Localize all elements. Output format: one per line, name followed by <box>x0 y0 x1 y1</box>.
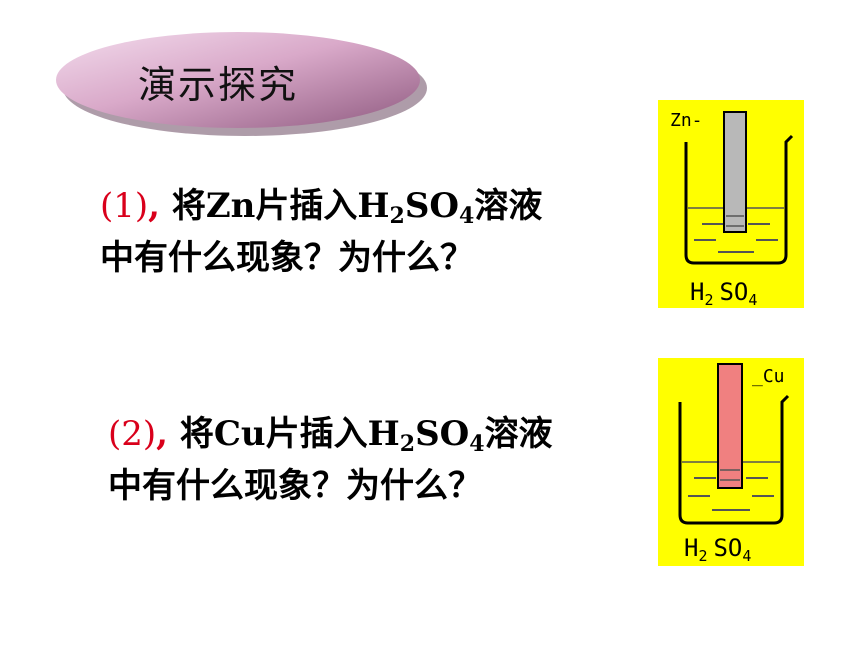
question-1-metal: Zn <box>205 186 256 226</box>
zinc-strip <box>723 111 747 233</box>
question-1-comma: , <box>148 186 161 226</box>
question-2-suffix: 溶液 <box>484 414 553 454</box>
question-1-line-2: 中有什么现象？为什么？ <box>100 238 474 278</box>
question-2-acid-so-sub: 4 <box>469 431 485 457</box>
beaker-1-metal-label: Zn- <box>670 110 703 131</box>
beaker-2-acid-so-sub: 4 <box>742 547 751 565</box>
question-1-acid-h-sub: 2 <box>389 203 405 229</box>
beaker-2-acid-so: SO <box>713 534 742 562</box>
question-1-prefix: 将 <box>160 186 206 226</box>
beaker-2-acid-h: H <box>684 534 698 562</box>
question-1: (1), 将Zn片插入H2SO4溶液 中有什么现象？为什么？ <box>100 180 542 284</box>
svg-text:H2SO4: H2 SO4 <box>690 278 757 308</box>
question-2-prefix: 将 <box>168 414 214 454</box>
beaker-1-acid-so-sub: 4 <box>748 291 757 308</box>
question-2-metal: Cu <box>213 414 266 454</box>
question-1-line-1: (1), 将Zn片插入H2SO4溶液 <box>100 180 542 232</box>
beaker-1-acid-so: SO <box>719 278 748 306</box>
svg-text:H2SO4: H2 SO4 <box>684 534 751 565</box>
question-2-comma: , <box>156 414 169 454</box>
question-1-suffix: 溶液 <box>474 186 543 226</box>
question-1-acid-so: SO <box>404 186 460 226</box>
question-2-mid: 片插入 <box>265 414 368 454</box>
question-1-acid-h: H <box>357 186 390 226</box>
page-title: 演示探究 <box>138 63 299 107</box>
question-2-line-2: 中有什么现象？为什么？ <box>108 466 482 506</box>
question-2-number: (2) <box>108 414 157 454</box>
beaker-2-metal-label: _Cu <box>752 366 785 387</box>
beaker-2-glass <box>678 394 790 525</box>
question-2-acid-so: SO <box>415 414 470 454</box>
question-2-acid-h: H <box>367 414 400 454</box>
question-2: (2), 将Cu片插入H2SO4溶液 中有什么现象？为什么？ <box>108 408 553 512</box>
beaker-zn-illustration: Zn- H2 SO4 <box>658 100 804 308</box>
question-1-number: (1) <box>100 186 149 226</box>
beaker-1-acid-h-sub: 2 <box>704 291 713 308</box>
beaker-2-acid-h-sub: 2 <box>698 547 707 565</box>
copper-strip <box>717 363 743 489</box>
question-2-acid-h-sub: 2 <box>399 431 416 457</box>
beaker-1-glass <box>684 134 794 265</box>
question-2-line-1: (2), 将Cu片插入H2SO4溶液 <box>108 408 553 460</box>
beaker-1-acid-h: H <box>690 278 704 306</box>
title-banner: 演示探究 <box>40 18 440 143</box>
title-ellipse <box>56 32 427 136</box>
question-1-mid: 片插入 <box>255 186 358 226</box>
beaker-cu-illustration: _Cu H2 SO4 <box>658 358 804 566</box>
question-1-acid-so-sub: 4 <box>459 203 475 229</box>
